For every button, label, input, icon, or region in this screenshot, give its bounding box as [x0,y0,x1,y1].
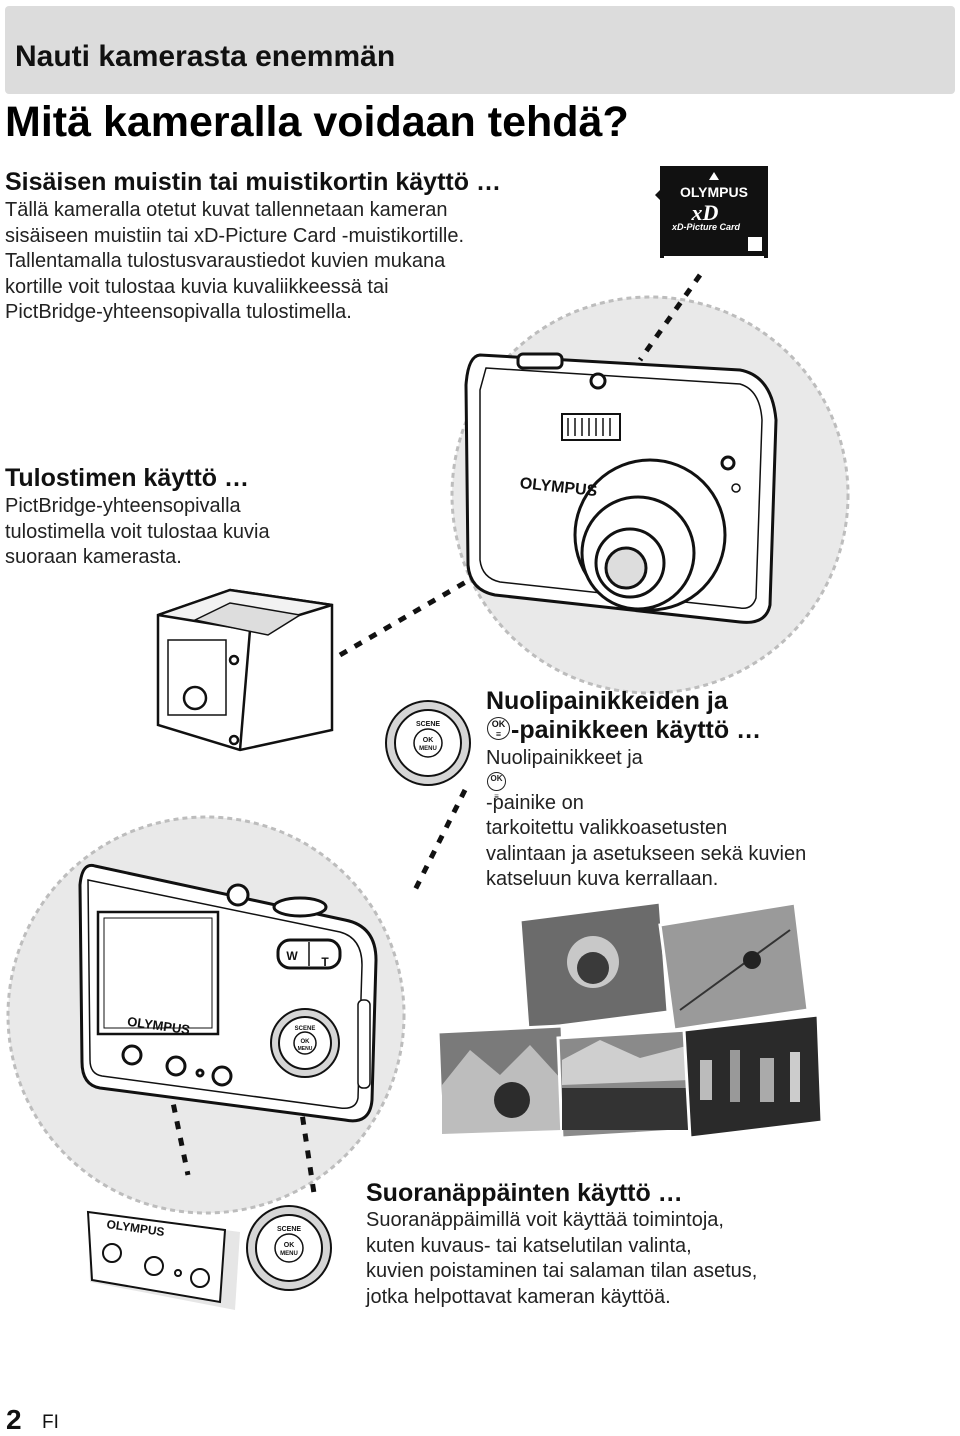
direct-line: kuten kuvaus- tai katselutilan valinta, [366,1234,692,1257]
xd-card-image: OLYMPUS xD xD-Picture Card [655,166,768,259]
arrows-heading-line2: OK≡-painikkeen käyttö … [486,716,761,745]
direct-line: jotka helpottavat kameran käyttöä. [366,1285,671,1308]
arrow-dial-upper: SCENE OK MENU [385,700,471,786]
arrows-heading-suffix: -painikkeen käyttö … [511,716,762,744]
arrows-line: Nuolipainikkeet ja OK ≡-painike on [486,746,806,816]
card-logo-label: xD [691,200,719,225]
printer-line: suoraan kamerasta. [5,546,182,568]
memory-text: Tällä kameralla otetut kuvat tallennetaa… [5,198,464,326]
ok-icon-inline-top: OK [490,773,503,783]
dial-upper-menu: MENU [419,746,437,752]
card-name-label: xD-Picture Card [671,222,741,232]
printer-line: PictBridge-yhteensopivalla [5,495,241,517]
arrows-line: katseluun kuva kerrallaan. [486,868,719,890]
direct-text: Suoranäppäimillä voit käyttää toimintoja… [366,1208,757,1310]
arrows-line: tarkoitettu valikkoasetusten [486,817,728,839]
memory-line: sisäiseen muistiin tai xD-Picture Card -… [5,224,465,247]
camera-back-image: W T SCENE OK MENU OLYMPUS [78,863,378,1123]
arrow-dial-lower: SCENE OK MENU [246,1205,332,1291]
connector-camera-direct [167,1087,191,1176]
ok-icon-bottom: ≡ [495,729,502,739]
page-title: Mitä kameralla voidaan tehdä? [5,98,629,146]
chapter-banner: Nauti kamerasta enemmän [5,6,955,94]
arrows-heading-line1: Nuolipainikkeiden ja [486,687,728,715]
sample-photos [436,900,824,1140]
language-code: FI [42,1412,59,1433]
printer-image [156,588,334,752]
camera-front-image: OLYMPUS [464,352,778,624]
memory-line: PictBridge-yhteensopivalla tulostimella. [5,301,352,323]
zoom-t-label: T [321,955,329,969]
connector-arrows-camera [412,788,468,892]
dial-upper-ok: OK [423,737,434,744]
connector-card-camera [637,273,703,362]
printer-text: PictBridge-yhteensopivalla tulostimella … [5,494,270,571]
dial-back-ok: OK [301,1039,311,1045]
ok-button-icon-inline: OK ≡ [487,771,506,801]
direct-line: kuvien poistaminen tai salaman tilan ase… [366,1260,758,1282]
page-number: 2 [6,1404,22,1435]
connector-printer-camera [338,565,492,658]
printer-line: tulostimella voit tulostaa kuvia [5,520,270,543]
ok-icon-top: OK [491,719,506,729]
dial-lower-scene: SCENE [277,1226,301,1233]
zoom-w-label: W [286,949,298,963]
card-brand-label: OLYMPUS [680,184,748,200]
dial-lower-menu: MENU [280,1251,298,1257]
arrows-line1-suffix: -painike on [486,791,584,814]
memory-line: Tallentamalla tulostusvaraustiedot kuvie… [5,250,446,272]
direct-heading: Suoranäppäinten käyttö … [366,1179,683,1207]
memory-line: Tällä kameralla otetut kuvat tallennetaa… [5,199,448,221]
ok-button-icon: OK≡ [487,717,510,740]
ok-icon-inline-bottom: ≡ [494,791,499,801]
dial-back-scene: SCENE [295,1026,316,1032]
arrows-text: Nuolipainikkeet ja OK ≡-painike on tarkoi… [486,746,806,893]
arrows-line: valintaan ja asetukseen sekä kuvien [486,842,807,865]
dial-upper-scene: SCENE [416,721,440,728]
chapter-title: Nauti kamerasta enemmän [15,40,396,73]
dial-lower-ok: OK [284,1242,295,1249]
dial-back-menu: MENU [298,1046,313,1052]
direct-line: Suoranäppäimillä voit käyttää toimintoja… [366,1209,724,1231]
arrows-line1-prefix: Nuolipainikkeet ja [486,747,643,769]
camera-panel-closeup: OLYMPUS [86,1210,240,1310]
memory-line: kortille voit tulostaa kuvia kuvaliikkee… [5,275,389,298]
printer-heading: Tulostimen käyttö … [5,464,250,492]
arrows-heading: Nuolipainikkeiden ja OK≡-painikkeen käyt… [486,687,761,745]
memory-heading: Sisäisen muistin tai muistikortin käyttö… [5,168,501,196]
